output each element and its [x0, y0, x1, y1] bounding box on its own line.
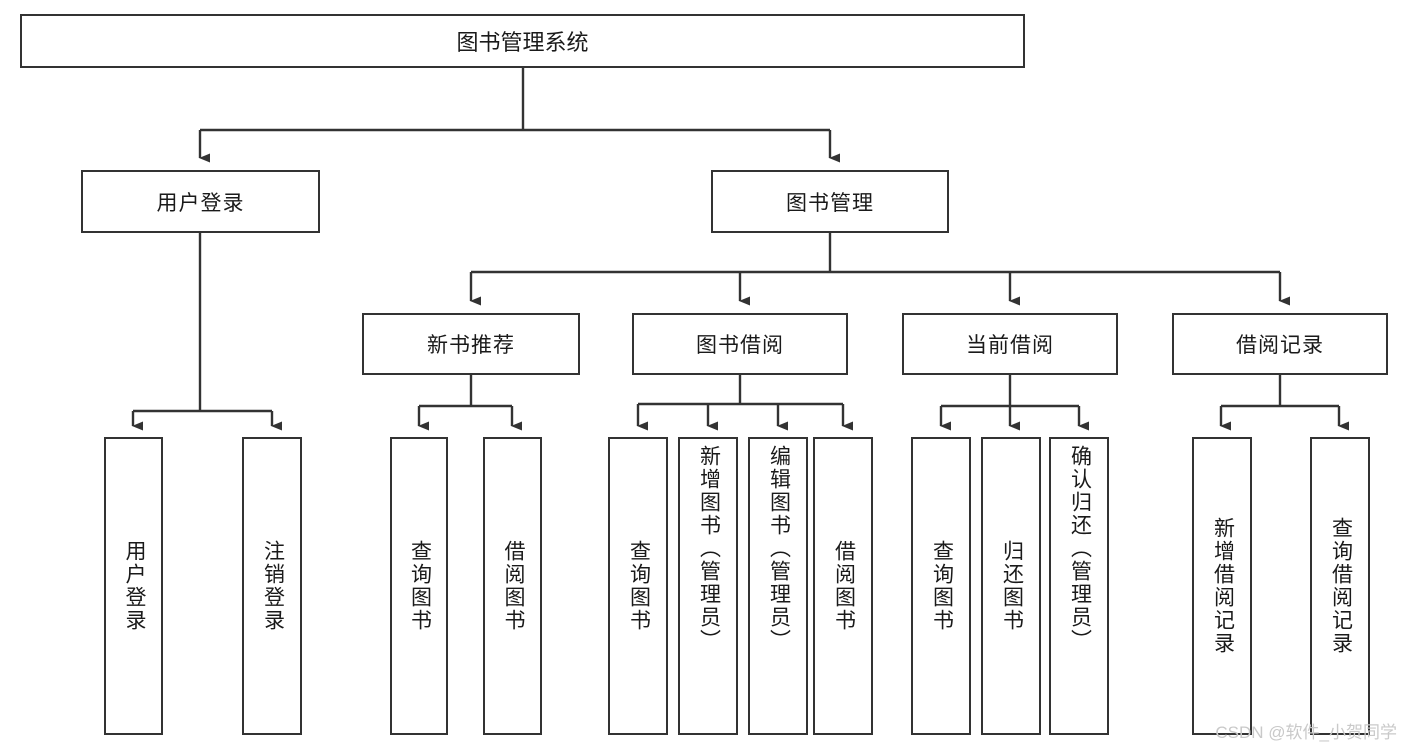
- leaf-book-borrow-edit-book-admin[interactable]: 编辑图书（管理员）: [748, 437, 808, 735]
- node-current-borrow[interactable]: 当前借阅: [902, 313, 1118, 375]
- leaf-borrow-record-query-record[interactable]: 查询借阅记录: [1310, 437, 1370, 735]
- leaf-current-borrow-query-book[interactable]: 查询图书: [911, 437, 971, 735]
- leaf-current-borrow-return-book[interactable]: 归还图书: [981, 437, 1041, 735]
- node-book-borrow[interactable]: 图书借阅: [632, 313, 848, 375]
- node-borrow-record[interactable]: 借阅记录: [1172, 313, 1388, 375]
- node-root-book-management-system[interactable]: 图书管理系统: [20, 14, 1025, 68]
- node-new-book-recommend[interactable]: 新书推荐: [362, 313, 580, 375]
- leaf-book-borrow-borrow-book[interactable]: 借阅图书: [813, 437, 873, 735]
- leaf-user-login-login[interactable]: 用户登录: [104, 437, 163, 735]
- leaf-current-borrow-confirm-return-admin[interactable]: 确认归还（管理员）: [1049, 437, 1109, 735]
- leaf-borrow-record-add-record[interactable]: 新增借阅记录: [1192, 437, 1252, 735]
- node-book-management[interactable]: 图书管理: [711, 170, 949, 233]
- leaf-book-borrow-query-book[interactable]: 查询图书: [608, 437, 668, 735]
- leaf-new-book-borrow-book[interactable]: 借阅图书: [483, 437, 542, 735]
- csdn-watermark: CSDN @软件_小贺同学: [1215, 723, 1397, 742]
- leaf-user-login-logout[interactable]: 注销登录: [242, 437, 302, 735]
- node-user-login[interactable]: 用户登录: [81, 170, 320, 233]
- leaf-book-borrow-add-book-admin[interactable]: 新增图书（管理员）: [678, 437, 738, 735]
- leaf-new-book-query-book[interactable]: 查询图书: [390, 437, 448, 735]
